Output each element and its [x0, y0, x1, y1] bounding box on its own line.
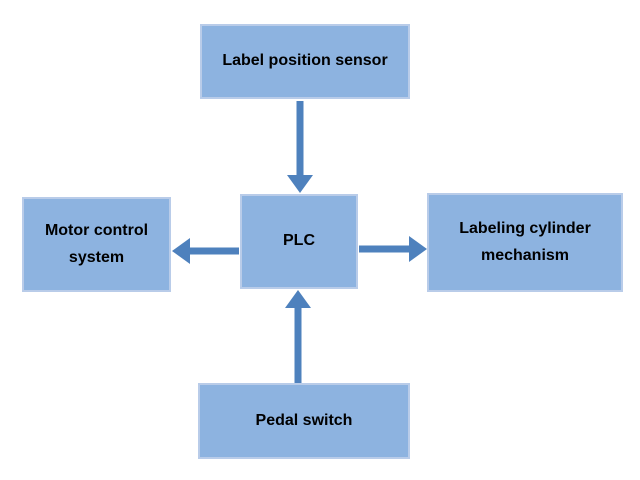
node-label: PLC [283, 232, 315, 250]
node-label: Labeling cylinder mechanism [459, 220, 591, 264]
node-plc: PLC [240, 194, 358, 289]
arrow-head-left [172, 238, 190, 264]
node-label: Pedal switch [255, 411, 353, 429]
arrow-plc-to-motor [172, 238, 239, 264]
node-pedal-switch: Pedal switch [198, 383, 410, 459]
arrow-sensor-to-plc [287, 101, 313, 193]
arrow-pedal-to-plc [285, 290, 311, 386]
node-label: Motor control system [44, 222, 149, 266]
node-label: Label position sensor [222, 52, 388, 70]
arrow-head-right [409, 236, 427, 262]
arrow-head-down [287, 175, 313, 193]
node-label-position-sensor: Label position sensor [200, 24, 410, 99]
node-motor-control-system: Motor control system [22, 197, 171, 292]
arrow-plc-to-cylinder [359, 236, 427, 262]
arrow-head-up [285, 290, 311, 308]
node-labeling-cylinder-mechanism: Labeling cylinder mechanism [427, 193, 623, 292]
